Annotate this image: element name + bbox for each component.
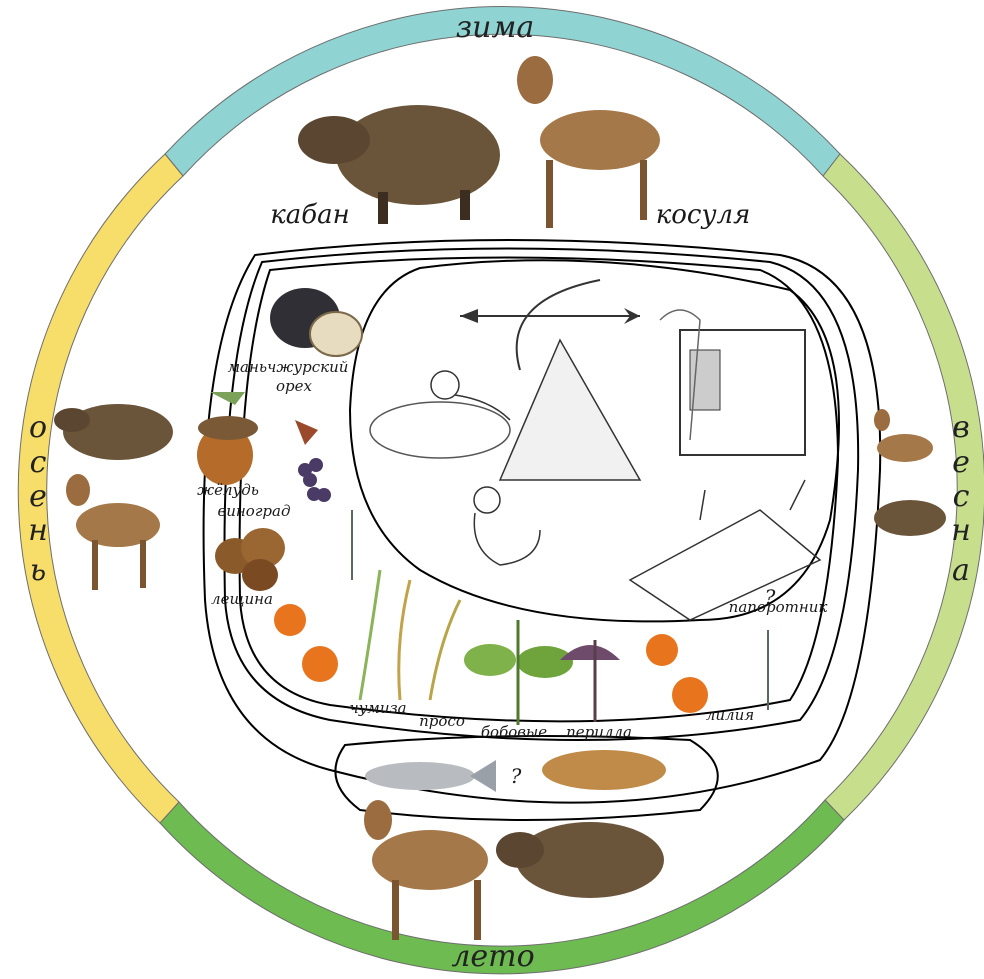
summer-label: лето [451,939,534,974]
acorn-label: жёлудь [197,481,259,499]
millet-label: просо [419,712,465,730]
spring-letter: е [952,445,970,480]
autumn-label: о с е н ь [28,410,48,588]
walnut-label-line-1: маньчжурский [228,358,349,376]
grape-illustration [295,420,331,502]
weaving-person-drawing [474,487,540,565]
season-ring [18,7,984,974]
spring-letter: в [952,410,969,445]
grape-label: виноград [218,502,291,520]
lily-illustration-right [646,634,708,713]
hazel-label: лещина [211,590,273,608]
walnut-illustration [270,288,362,356]
fern-label: папоротник [729,598,828,616]
autumn-letter: о [29,410,47,445]
perilla-illustration [560,640,620,722]
boar-illustration-summer [496,822,664,898]
roe-deer-illustration-summer [364,800,488,940]
lily-label: лилия [706,706,754,724]
dwelling-structure-drawing [660,310,805,455]
boar-illustration-autumn [54,404,173,460]
lily-illustration-left [274,604,338,682]
foxtail-millet-label: чумиза [349,699,406,717]
autumn-letter: ь [30,553,46,588]
autumn-letter: с [30,445,47,480]
roe-deer-label: косуля [656,200,751,230]
spring-letter: н [951,513,971,548]
spring-letter: а [952,553,970,588]
unknown-aquatic-mark: ? [511,764,522,788]
roe-deer-illustration-spring [874,409,933,462]
roe-deer-illustration-winter [517,56,660,228]
legumes-label: бобовые [481,723,547,741]
acorn-illustration [197,392,258,485]
foxtail-millet-illustration [360,570,410,700]
hut-drawing [500,340,640,480]
boar-label: кабан [270,200,350,230]
millet-illustration [430,600,460,700]
walnut-label-line-2: орех [276,377,313,395]
legumes-illustration [464,620,573,725]
fish-illustration [365,760,496,792]
perilla-label: перилла [566,723,632,741]
roe-deer-illustration-autumn [66,474,160,590]
spring-label: в е с н а [951,410,971,588]
boar-illustration-spring [874,500,946,536]
mollusk-shell-illustration [542,750,666,790]
grinding-person-drawing [370,371,510,458]
autumn-letter: е [29,479,47,514]
winter-label: зима [456,10,534,45]
autumn-letter: н [28,513,48,548]
spring-letter: с [953,479,970,514]
bow-and-arrow-drawing [460,280,640,370]
